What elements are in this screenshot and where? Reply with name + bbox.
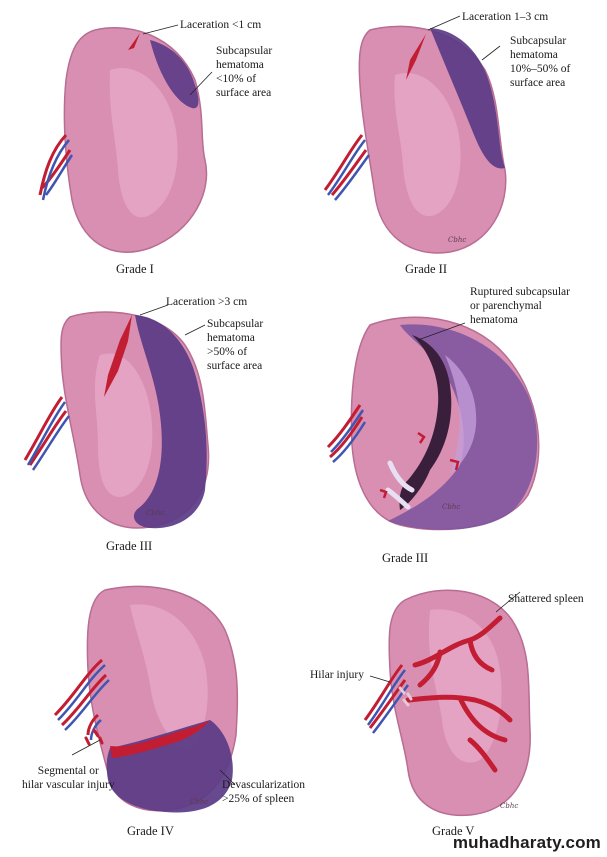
spleen-grade-3-illustration: [23, 304, 210, 529]
panel-grade-3a: Laceration >3 cm Subcapsular hematoma >5…: [0, 285, 300, 570]
laceration-label: Laceration 1–3 cm: [462, 11, 549, 23]
artist-signature: Cbhc: [146, 509, 165, 517]
grade-title: Grade II: [405, 262, 447, 276]
spleen-grade-3-ruptured-illustration: [326, 316, 540, 531]
laceration-label: Laceration <1 cm: [180, 19, 262, 31]
watermark-text: muhadharaty.com: [452, 833, 601, 852]
grade-title: Grade V: [432, 824, 475, 838]
grade-title: Grade III: [106, 539, 153, 553]
segmental-injury-label: Segmental or hilar vascular injury: [22, 765, 115, 791]
grade-title: Grade IV: [127, 824, 174, 838]
grade-title: Grade I: [116, 262, 154, 276]
spleen-grade-2-illustration: [323, 15, 507, 254]
panel-grade-3b: Ruptured subcapsular or parenchymal hema…: [300, 285, 607, 570]
ruptured-hematoma-label: Ruptured subcapsular or parenchymal hema…: [470, 286, 570, 326]
devascularization-label: Devascularization >25% of spleen: [222, 779, 306, 805]
hilar-injury-label: Hilar injury: [310, 669, 364, 681]
artist-signature: Cbhc: [190, 798, 209, 806]
hematoma-label: Subcapsular hematoma <10% of surface are…: [216, 45, 273, 99]
grade-title: Grade III: [382, 551, 429, 565]
artist-signature: Cbhc: [442, 503, 461, 511]
shattered-spleen-label: Shattered spleen: [508, 593, 584, 605]
spleen-grade-1-illustration: [38, 24, 213, 253]
hematoma-label: Subcapsular hematoma >50% of surface are…: [207, 318, 264, 372]
panel-grade-1: Laceration <1 cm Subcapsular hematoma <1…: [0, 0, 300, 285]
laceration-label: Laceration >3 cm: [166, 296, 248, 308]
hematoma-label: Subcapsular hematoma 10%–50% of surface …: [510, 35, 571, 89]
panel-grade-5: Shattered spleen Hilar injury Cbhc Grade…: [310, 570, 607, 857]
panel-grade-4: Segmental or hilar vascular injury Devas…: [0, 570, 320, 857]
artist-signature: Cbhc: [448, 236, 467, 244]
spleen-grade-5-illustration: [363, 589, 531, 817]
artist-signature: Cbhc: [500, 802, 519, 810]
panel-grade-2: Laceration 1–3 cm Subcapsular hematoma 1…: [300, 0, 607, 285]
spleen-grade-4-illustration: [53, 585, 239, 813]
